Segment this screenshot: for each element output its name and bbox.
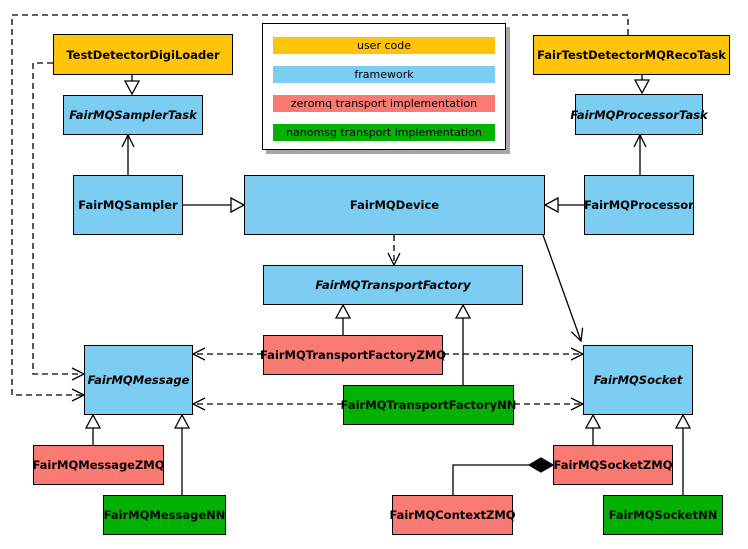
edge-contextzmq-socketzmq [452, 457, 555, 495]
edge-processor-device [543, 196, 584, 214]
legend-item-user_code: user code [273, 37, 495, 54]
edge-socketnn-socket [674, 413, 692, 495]
node-label: FairMQTransportFactoryZMQ [260, 348, 447, 362]
node-label: FairMQProcessorTask [570, 107, 708, 122]
node-label: FairTestDetectorMQRecoTask [537, 48, 726, 62]
node-label: FairMQMessageZMQ [32, 458, 165, 472]
node-fairmqdevice: FairMQDevice [244, 175, 545, 235]
node-fairmqmessage: FairMQMessage [84, 345, 193, 415]
node-fairmqsocket: FairMQSocket [583, 345, 693, 415]
edge-messagezmq-message [84, 413, 102, 445]
node-fairmqcontextzmq: FairMQContextZMQ [389, 495, 516, 535]
legend-label: nanomsg transport implementation [286, 126, 482, 139]
node-fairmqmessagezmq: FairMQMessageZMQ [32, 445, 165, 485]
node-fairmqsamplertask: FairMQSamplerTask [63, 95, 203, 135]
node-fairmqtransportfactory: FairMQTransportFactory [263, 265, 523, 305]
node-label: FairMQMessage [87, 373, 190, 387]
edge-socketzmq-socket [584, 413, 602, 445]
node-fairmqtransportfactorynn: FairMQTransportFactoryNN [340, 385, 517, 425]
node-label: FairMQSampler [78, 198, 178, 212]
edge-messagenn-message [173, 413, 191, 495]
edge-tfnn-socket [514, 397, 585, 411]
node-label: FairMQTransportFactory [315, 278, 471, 292]
node-label: FairMQContextZMQ [389, 508, 516, 522]
node-label: FairMQProcessor [584, 198, 694, 212]
edge-device-socket [542, 234, 584, 343]
node-fairmqprocessortask: FairMQProcessorTask [570, 94, 708, 135]
edge-tfzmq-transportfactory [334, 303, 352, 335]
legend-item-framework: framework [273, 66, 495, 83]
node-fairmqprocessor: FairMQProcessor [584, 175, 694, 235]
node-fairmqsocketzmq: FairMQSocketZMQ [553, 445, 673, 485]
legend-label: zeromq transport implementation [290, 97, 478, 110]
edge-tfzmq-message [191, 347, 263, 361]
composition-diamond-icon [527, 457, 555, 473]
legend-panel: user code framework zeromq transport imple… [262, 23, 506, 150]
edge-recotask-processortask [633, 75, 651, 95]
legend-label: framework [354, 68, 414, 81]
node-testdetectordigiloader: TestDetectorDigiLoader [53, 34, 233, 75]
node-label: FairMQMessageNN [103, 508, 226, 522]
edge-sampler-samplertask [121, 133, 135, 175]
node-label: FairMQTransportFactoryNN [340, 398, 517, 412]
legend-item-nanomsg: nanomsg transport implementation [273, 124, 495, 141]
legend-item-zeromq: zeromq transport implementation [273, 95, 495, 112]
node-fairmqmessagenn: FairMQMessageNN [103, 495, 226, 535]
node-label: TestDetectorDigiLoader [66, 47, 220, 62]
node-fairmqsampler: FairMQSampler [73, 175, 183, 235]
node-label: FairMQSocketZMQ [553, 458, 673, 472]
node-label: FairMQSocketNN [608, 508, 718, 522]
node-label: FairMQSamplerTask [69, 108, 197, 122]
edge-tfnn-message [191, 397, 343, 411]
node-fairmqtransportfactoryzmq: FairMQTransportFactoryZMQ [260, 335, 447, 375]
node-fairmqsocketnn: FairMQSocketNN [603, 495, 723, 535]
edge-processor-processortask [633, 133, 647, 175]
legend-rows: user code framework zeromq transport imple… [273, 37, 495, 141]
node-label: FairMQSocket [593, 373, 683, 387]
edge-tfnn-transportfactory [454, 303, 472, 385]
edge-digiloader-samplertask [123, 75, 141, 96]
node-fairtestdetectormqrecotask: FairTestDetectorMQRecoTask [533, 35, 730, 75]
legend-label: user code [356, 39, 412, 52]
node-label: FairMQDevice [349, 198, 440, 212]
edge-tfzmq-socket [443, 347, 585, 361]
edge-device-transportfactory [387, 235, 401, 267]
edge-sampler-device [183, 196, 246, 214]
